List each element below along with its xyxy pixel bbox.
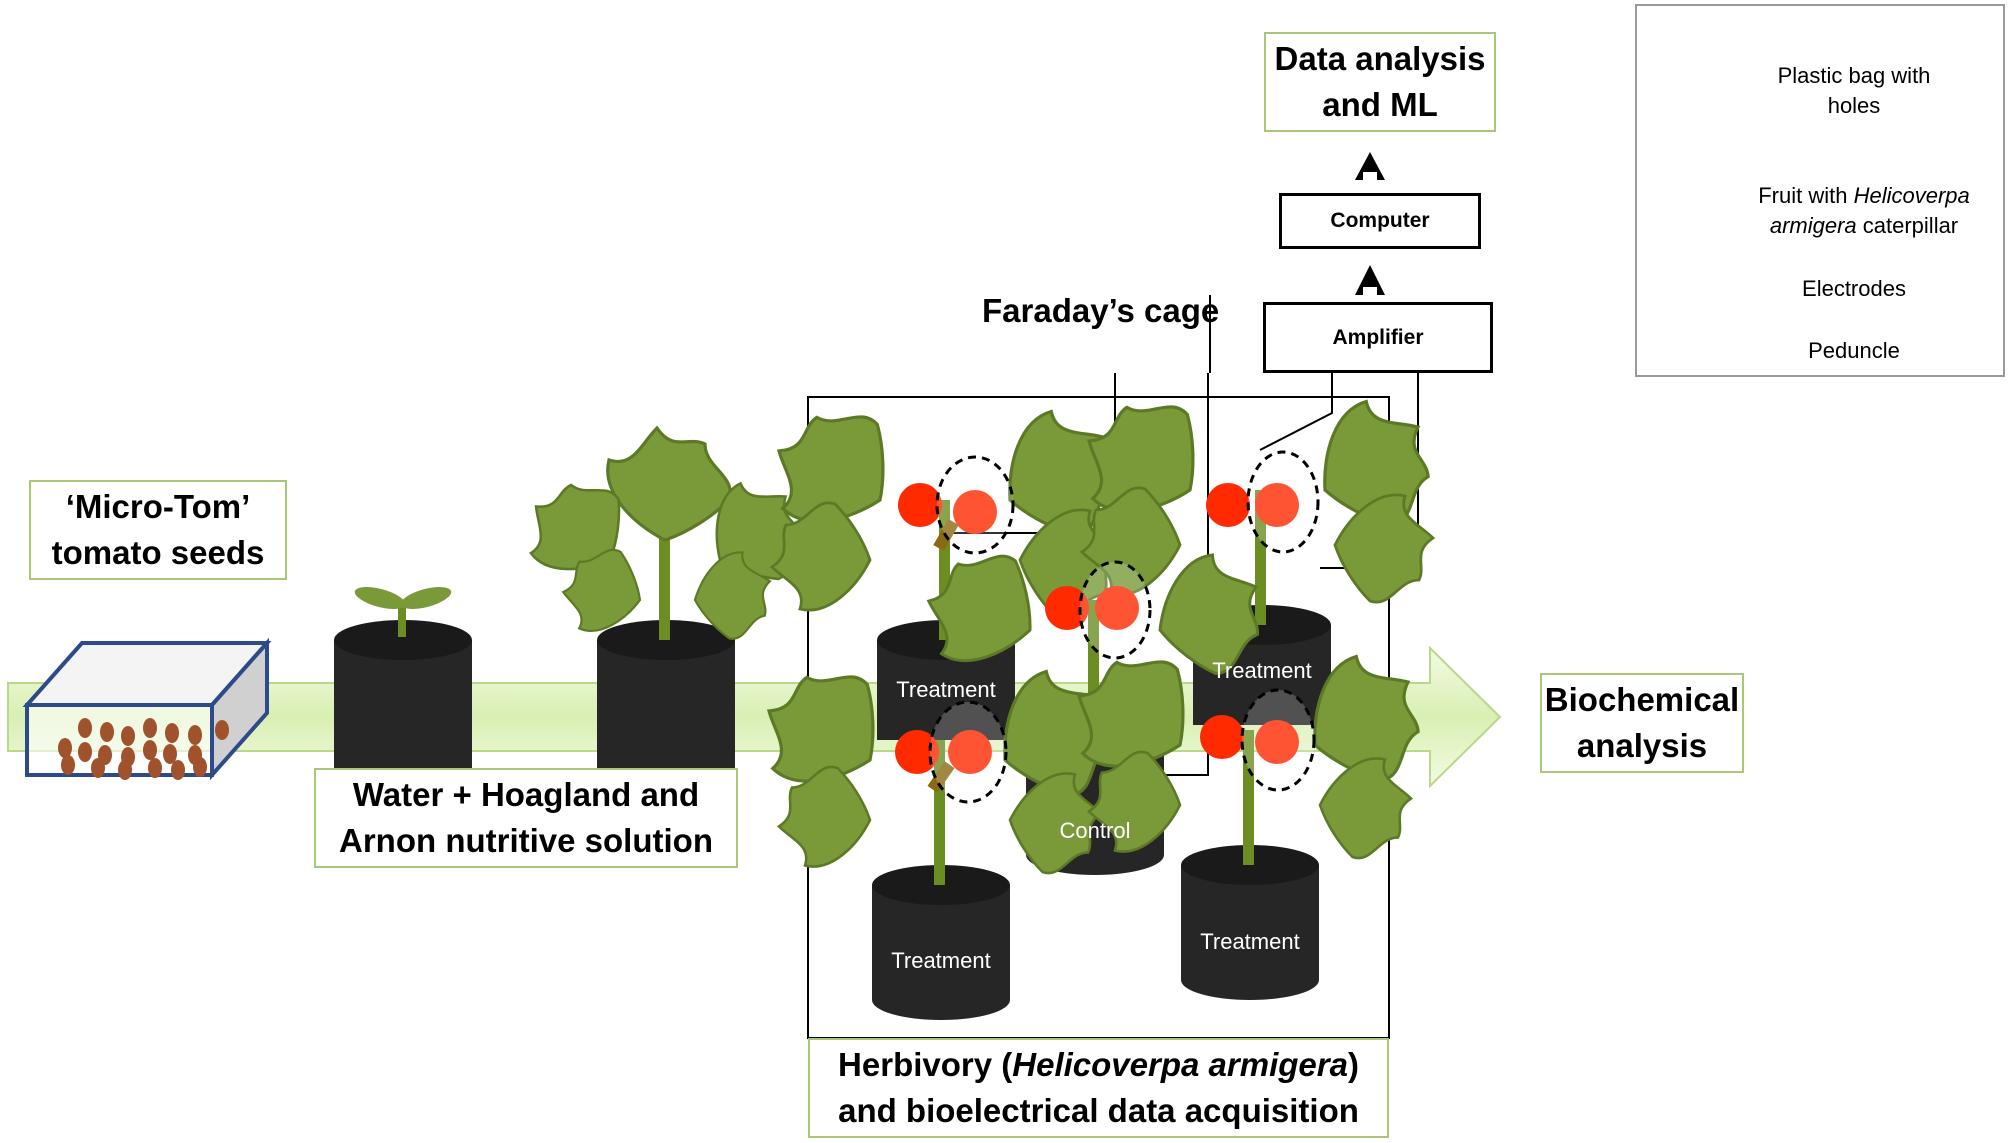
legend-fruit-text: Fruit with Helicoverpa armigera caterpil…	[1734, 181, 1994, 241]
herbivory-line-1: Herbivory (Helicoverpa armigera)	[838, 1042, 1359, 1088]
herbivory-line-2: and bioelectrical data acquisition	[838, 1092, 1359, 1129]
computer-box: Computer	[1279, 193, 1481, 249]
amplifier-box: Amplifier	[1263, 302, 1493, 373]
seedling-pot	[334, 587, 472, 788]
treatment-plant-top-left	[752, 385, 1142, 740]
legend-peduncle-text: Peduncle	[1808, 338, 1900, 363]
legend-bag-text: Plastic bag with holes	[1734, 61, 1974, 121]
legend-fruit-line-2: armigera caterpillar	[1734, 211, 1994, 241]
legend-fruit-post: caterpillar	[1856, 213, 1959, 238]
seeds-box: ‘Micro-Tom’ tomato seeds	[29, 480, 287, 580]
legend-fruit-species: Helicoverpa	[1853, 183, 1970, 208]
treatment-plant-bottom-right	[1052, 630, 1447, 1000]
pot-label-control: Control	[1059, 818, 1131, 843]
biochemical-box: Biochemical analysis	[1540, 673, 1744, 773]
nutrition-box: Water + Hoagland and Arnon nutritive sol…	[314, 768, 738, 868]
amplifier-label: Amplifier	[1332, 325, 1424, 349]
biochemical-line-2: analysis	[1576, 727, 1708, 764]
herbivory-species: Helicoverpa armigera	[1012, 1046, 1348, 1083]
flow-up-arrows	[1355, 152, 1385, 295]
nutrition-line-2: Arnon nutritive solution	[339, 822, 713, 859]
seeds-line-1: ‘Micro-Tom’	[65, 488, 251, 525]
legend-fruit-line-1: Fruit with Helicoverpa	[1734, 181, 1994, 211]
pot-label-treatment-bottom-right: Treatment	[1200, 929, 1300, 954]
legend-bag-line-2: holes	[1827, 93, 1881, 118]
legend: Plastic bag with holes Fruit with Helico…	[1635, 4, 2005, 377]
treatment-plant-bottom-left	[742, 645, 1137, 1020]
legend-bag-line-1: Plastic bag with	[1777, 63, 1931, 88]
seeds-line-2: tomato seeds	[51, 534, 265, 571]
seed-tray	[22, 637, 272, 781]
data-analysis-line-1: Data analysis	[1274, 40, 1486, 77]
faraday-cage-label: Faraday’s cage	[982, 292, 1220, 329]
pot-label-treatment-top-right: Treatment	[1212, 658, 1312, 683]
herbivory-box: Herbivory (Helicoverpa armigera) and bio…	[808, 1038, 1389, 1138]
pot-label-treatment-bottom-left: Treatment	[891, 948, 991, 973]
data-analysis-line-2: and ML	[1322, 86, 1438, 123]
herbivory-line-1-post: )	[1347, 1046, 1359, 1083]
nutrition-line-1: Water + Hoagland and	[352, 776, 700, 813]
legend-fruit-pre: Fruit with	[1758, 183, 1854, 208]
pot-label-treatment-top-left: Treatment	[896, 677, 996, 702]
biochemical-line-1: Biochemical	[1544, 681, 1740, 718]
legend-electrodes-text: Electrodes	[1802, 276, 1906, 301]
computer-label: Computer	[1330, 209, 1430, 232]
data-analysis-box: Data analysis and ML	[1264, 32, 1496, 132]
herbivory-line-1-pre: Herbivory (	[838, 1046, 1013, 1083]
process-arrow	[7, 645, 1502, 789]
legend-fruit-species-2: armigera	[1769, 213, 1857, 238]
